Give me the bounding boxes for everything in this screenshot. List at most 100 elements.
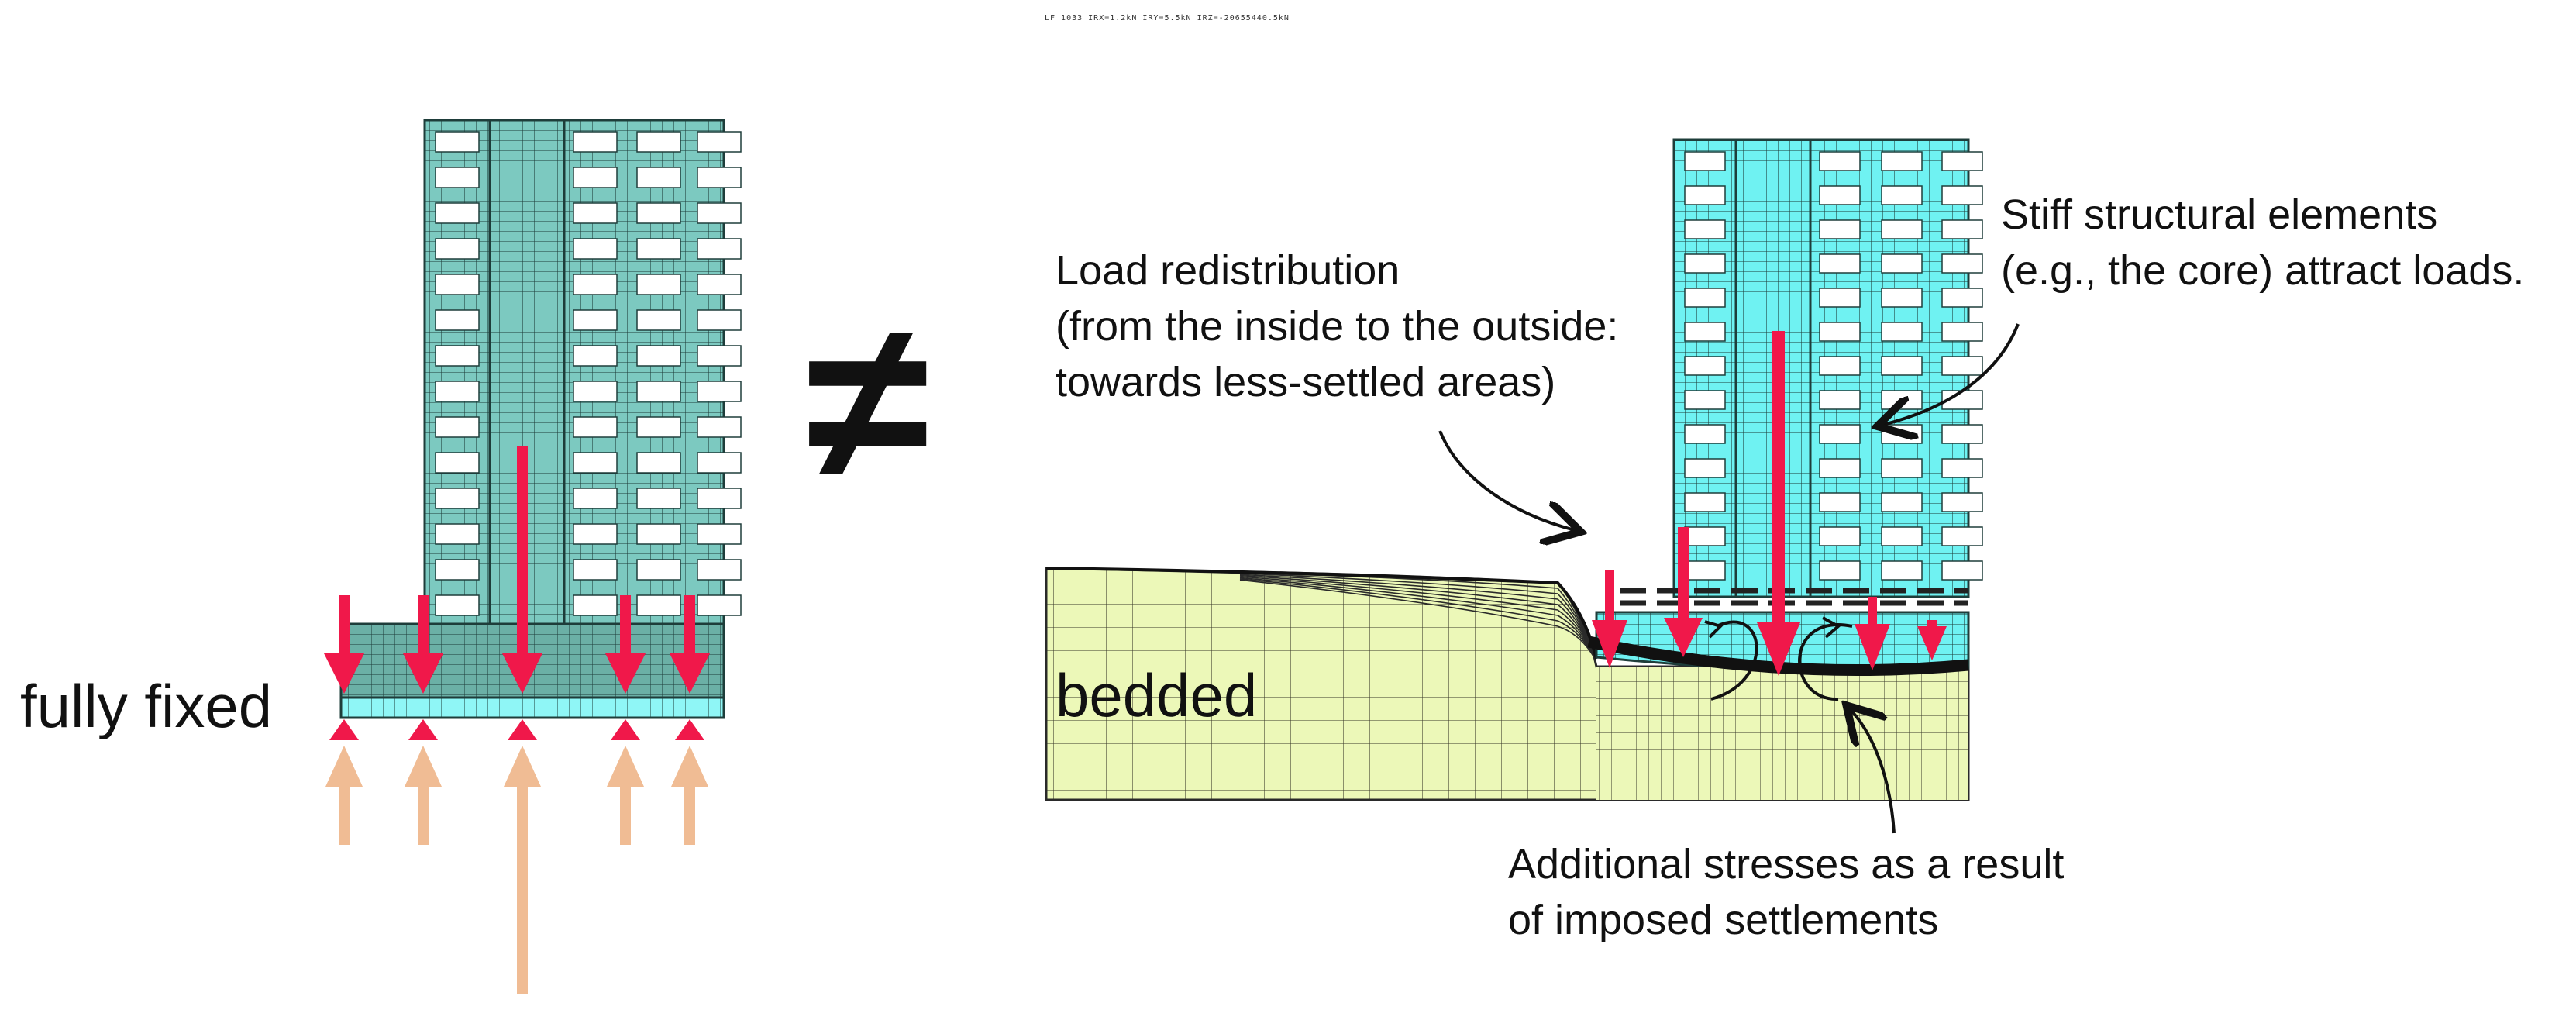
window-opening (697, 131, 742, 153)
reaction-arrow (325, 746, 363, 845)
window-opening (636, 309, 681, 331)
fixed-foundation-block (339, 622, 725, 699)
window-opening (1819, 526, 1861, 546)
load-arrow (1664, 527, 1703, 657)
window-opening (1684, 288, 1726, 308)
window-opening (1684, 424, 1726, 444)
window-opening (1881, 560, 1923, 581)
window-opening (1941, 458, 1983, 478)
window-opening (1684, 356, 1726, 376)
annotation-line: (e.g., the core) attract loads. (2001, 247, 2525, 294)
bedded-building-model (1587, 138, 1983, 677)
window-opening (1941, 526, 1983, 546)
load-arrow-core (502, 446, 542, 694)
window-opening (435, 202, 480, 224)
window-opening (1881, 219, 1923, 239)
window-opening (1819, 492, 1861, 512)
support-triangle (611, 719, 640, 740)
window-opening (573, 452, 618, 474)
window-opening (435, 381, 480, 402)
window-opening (697, 452, 742, 474)
window-opening (1819, 219, 1861, 239)
fixed-tower-windows (435, 131, 742, 616)
window-opening (697, 274, 742, 295)
annotation-line: (from the inside to the outside: (1056, 303, 1619, 350)
window-opening (1684, 526, 1726, 546)
window-opening (636, 523, 681, 545)
window-opening (1819, 424, 1861, 444)
window-opening (1819, 458, 1861, 478)
fixed-tower-mesh (423, 119, 725, 625)
bedded-label: bedded (1056, 661, 1258, 729)
fixed-building-model (339, 119, 742, 719)
trough-line (1239, 579, 1596, 660)
window-opening (1941, 219, 1983, 239)
load-arrow (324, 595, 364, 694)
window-opening (1819, 185, 1861, 205)
window-opening (697, 238, 742, 260)
support-triangle (408, 719, 438, 740)
window-opening (1881, 322, 1923, 342)
window-opening (573, 488, 618, 509)
annotation-line: Additional stresses as a result (1508, 841, 2065, 887)
window-opening (1941, 424, 1983, 444)
window-opening (435, 167, 480, 188)
window-opening (636, 238, 681, 260)
fixed-reaction-arrows (325, 746, 708, 994)
window-opening (573, 381, 618, 402)
window-opening (1941, 560, 1983, 581)
load-arrow-core (1757, 331, 1800, 676)
window-opening (1684, 492, 1726, 512)
window-opening (1941, 151, 1983, 171)
window-opening (573, 594, 618, 616)
window-opening (1881, 390, 1923, 410)
model-header-caption: LF 1033 IRX=1.2kN IRY=5.5kN IRZ=-2065544… (1045, 14, 1290, 22)
window-opening (636, 488, 681, 509)
window-opening (1881, 151, 1923, 171)
window-opening (573, 274, 618, 295)
window-opening (1684, 458, 1726, 478)
reaction-arrow (405, 746, 442, 845)
window-opening (1684, 253, 1726, 274)
window-opening (1819, 151, 1861, 171)
window-opening (636, 274, 681, 295)
window-opening (1941, 185, 1983, 205)
load-arrow (1855, 597, 1890, 670)
trough-line (1239, 578, 1596, 660)
annotation-line: Load redistribution (1056, 247, 1400, 294)
window-opening (697, 202, 742, 224)
window-opening (1819, 253, 1861, 274)
support-triangle (675, 719, 704, 740)
window-opening (636, 452, 681, 474)
window-opening (435, 594, 480, 616)
window-opening (573, 559, 618, 581)
window-opening (1941, 288, 1983, 308)
window-opening (1881, 424, 1923, 444)
bedded-load-arrows (1592, 331, 1947, 676)
window-opening (697, 594, 742, 616)
window-opening (573, 523, 618, 545)
window-opening (636, 202, 681, 224)
window-opening (435, 416, 480, 438)
reaction-arrow-core (504, 746, 541, 994)
window-opening (435, 131, 480, 153)
annotation-line: towards less-settled areas) (1056, 359, 1556, 405)
window-opening (573, 416, 618, 438)
window-opening (636, 167, 681, 188)
reaction-arrow (607, 746, 644, 845)
window-opening (435, 452, 480, 474)
window-opening (697, 488, 742, 509)
leader-additional-stresses (1851, 710, 1896, 834)
bedded-tower-windows (1684, 151, 1983, 581)
load-arrow (1592, 570, 1627, 668)
trough-line (1239, 576, 1596, 660)
window-opening (1684, 185, 1726, 205)
annotation-line: of imposed settlements (1508, 897, 1939, 943)
window-opening (435, 274, 480, 295)
bedded-moment-symbols (1704, 616, 1853, 701)
window-opening (1881, 185, 1923, 205)
window-opening (1881, 288, 1923, 308)
annotation-leaders (1438, 323, 2020, 834)
window-opening (1684, 219, 1726, 239)
not-equal-symbol: ≠ (806, 275, 930, 526)
